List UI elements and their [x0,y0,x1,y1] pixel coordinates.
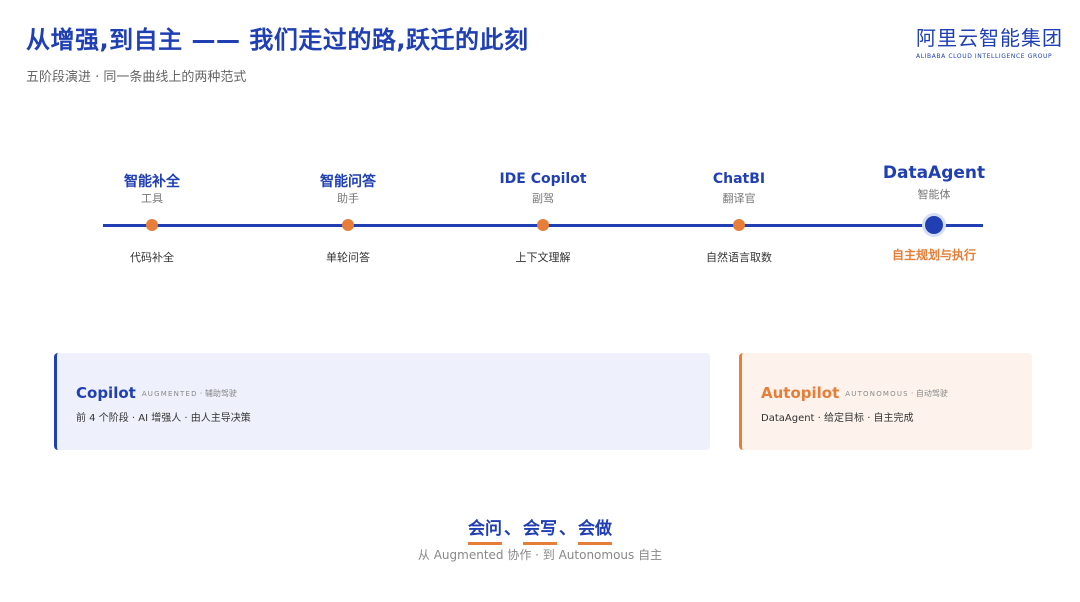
autopilot-card: Autopilot AUTONOMOUS· 自动驾驶 DataAgent · 给定… [739,353,1032,450]
stage-description: 自然语言取数 [706,251,772,264]
stage-description: 上下文理解 [515,251,571,264]
page-title: 从增强,到自主 —— 我们走过的路,跃迁的此刻 [26,26,529,54]
stage-name: IDE Copilot [499,171,587,187]
stage-description: 代码补全 [130,251,174,264]
stage-role: 助手 [337,192,359,205]
autopilot-card-title: Autopilot [761,384,840,402]
logo-chinese-text: 阿里云智能集团 [916,26,1063,50]
company-logo: 阿里云智能集团 ALIBABA CLOUD INTELLIGENCE GROUP [916,22,1063,60]
copilot-card-tag-cn: · 辅助驾驶 [199,389,237,398]
autopilot-card-tag: AUTONOMOUS [845,390,909,398]
capability-tagline: 会问、会写、会做 [0,514,1080,545]
stage-role: 副驾 [532,192,554,205]
page-subtitle: 五阶段演进 · 同一条曲线上的两种范式 [26,70,247,85]
stage-dot [537,219,549,231]
copilot-card-header: Copilot AUGMENTED· 辅助驾驶 [76,383,237,402]
stage-name: DataAgent [882,163,986,183]
verb-do: 会做 [578,514,612,545]
copilot-card-title: Copilot [76,384,136,402]
copilot-card-description: 前 4 个阶段 · AI 增强人 · 由人主导决策 [76,413,251,424]
verb-write: 会写 [523,514,557,545]
stage-description: 单轮问答 [326,251,370,264]
stage-name: 智能问答 [320,174,376,190]
stage-dot [342,219,354,231]
logo-english-text: ALIBABA CLOUD INTELLIGENCE GROUP [916,53,1053,60]
stage-role: 翻译官 [722,192,756,205]
stage-dot-current [925,216,943,234]
autopilot-card-description: DataAgent · 给定目标 · 自主完成 [761,413,914,424]
stage-dot [146,219,158,231]
stage-role: 智能体 [917,188,951,201]
copilot-card-tag: AUGMENTED [141,390,198,398]
copilot-card: Copilot AUGMENTED· 辅助驾驶 前 4 个阶段 · AI 增强人 … [54,353,710,450]
stage-description: 自主规划与执行 [891,248,976,262]
autopilot-card-header: Autopilot AUTONOMOUS· 自动驾驶 [761,383,948,402]
tagline-subtitle: 从 Augmented 协作 · 到 Autonomous 自主 [417,548,663,562]
verb-separator: 、 [504,519,521,539]
stage-name: 智能补全 [124,174,180,190]
verb-separator: 、 [559,519,576,539]
stage-dot [733,219,745,231]
stage-role: 工具 [141,192,163,205]
autopilot-card-tag-cn: · 自动驾驶 [910,389,948,398]
verb-ask: 会问 [468,514,502,545]
stage-name: ChatBI [712,171,766,187]
